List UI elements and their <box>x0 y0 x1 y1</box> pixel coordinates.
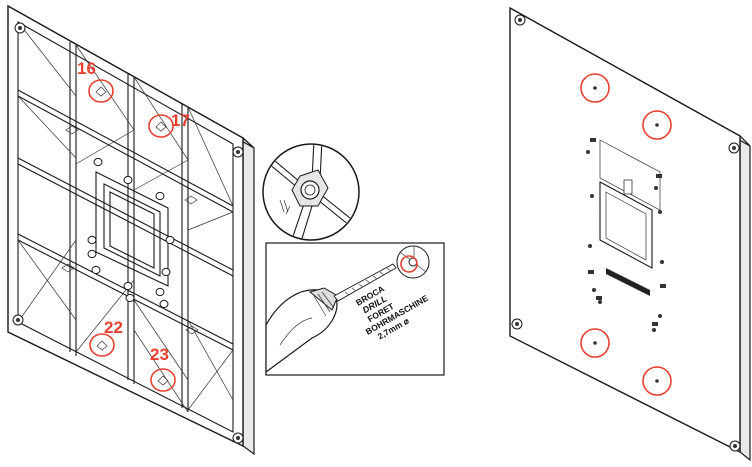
callout-label-17: 17 <box>171 111 190 130</box>
callout-16: 16 <box>77 59 114 103</box>
callout-label-22: 22 <box>104 318 123 337</box>
ribbed-plate: 16 17 22 23 <box>7 4 255 456</box>
screw-boss-markers <box>61 125 199 335</box>
callout-22: 22 <box>89 318 123 357</box>
callout-label-23: 23 <box>150 345 169 364</box>
magnifier-detail-icon <box>262 143 360 241</box>
callout-23: 23 <box>150 345 176 392</box>
boss-holes <box>87 157 175 309</box>
corner-holes <box>12 22 244 444</box>
callout-label-16: 16 <box>77 59 96 78</box>
drill-instruction-inset: BROCA DRILL FORET BOHRMASCHINE 2,7mm ⌀ <box>265 242 445 376</box>
highlighted-drill-points <box>580 73 672 396</box>
screw-hole-icon <box>396 245 430 279</box>
front-plate <box>509 6 751 462</box>
callout-17: 17 <box>148 111 190 138</box>
front-corner-holes <box>511 14 741 452</box>
label-area <box>586 138 666 332</box>
drill-icon <box>265 263 397 374</box>
